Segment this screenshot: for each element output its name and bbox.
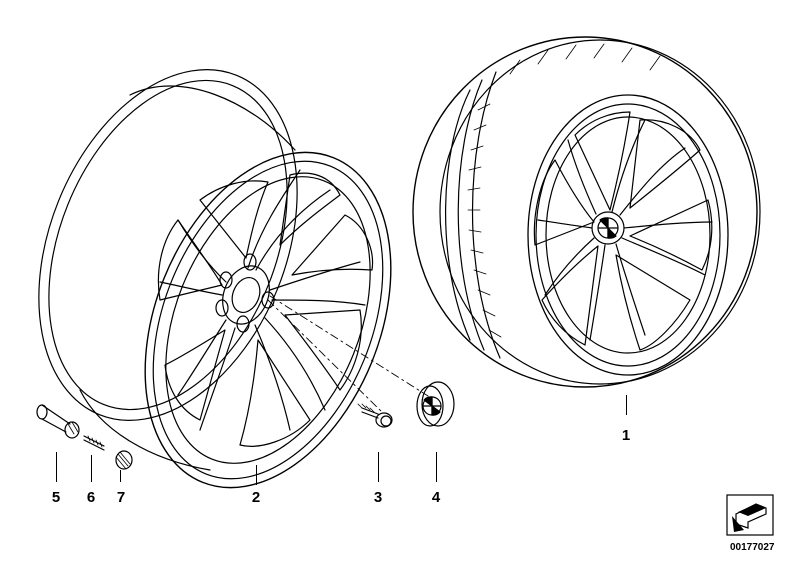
hub-cap-illustration	[416, 381, 455, 427]
leader-line-4	[436, 452, 437, 482]
callout-6: 6	[86, 489, 96, 506]
leader-line-7	[120, 470, 121, 482]
valve-core-illustration	[83, 435, 105, 451]
valve-cap-illustration	[115, 450, 133, 470]
leader-line-6	[91, 455, 92, 482]
callout-2: 2	[251, 489, 261, 506]
callout-4: 4	[431, 489, 441, 506]
complete-wheel-illustration	[412, 36, 761, 388]
folded-page-arrow-icon	[726, 494, 774, 536]
assembly-lines	[267, 295, 429, 413]
leader-line-3	[378, 452, 379, 482]
leader-line-5	[56, 452, 57, 482]
wheel-bolt-illustration	[357, 403, 393, 428]
callout-3: 3	[373, 489, 383, 506]
rim-illustration	[38, 69, 392, 489]
leader-line-1	[626, 395, 627, 415]
callout-1: 1	[621, 427, 631, 444]
diagram-id-label: 00177027	[730, 542, 775, 553]
callout-7: 7	[116, 489, 126, 506]
valve-illustration	[36, 404, 80, 439]
leader-line-2	[256, 465, 257, 485]
callout-5: 5	[51, 489, 61, 506]
